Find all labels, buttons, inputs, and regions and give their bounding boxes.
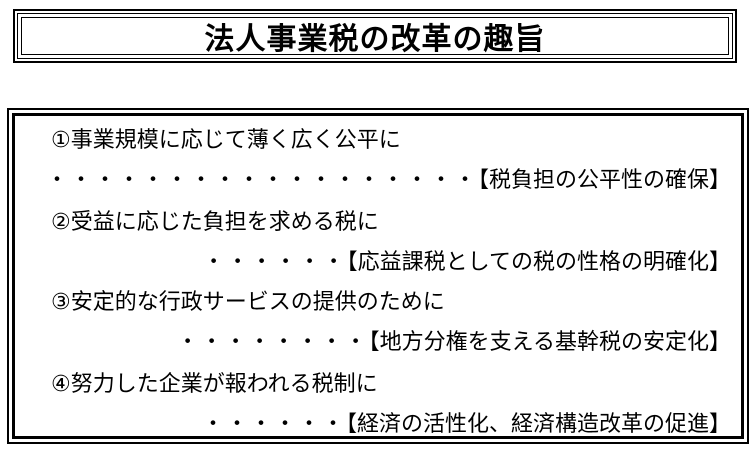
item-2-dots: ・・・・・・ — [202, 250, 347, 275]
item-1-sub: 【税負担の公平性の確保】 — [477, 168, 731, 193]
item-3-sub: 【地方分権を支える基幹税の安定化】 — [368, 330, 731, 355]
item-3-sub-line: ・・・・・・・・【地方分権を支える基幹税の安定化】 — [177, 324, 731, 356]
item-1-main: ①事業規模に応じて薄く広く公平に — [51, 128, 401, 153]
item-3-dots: ・・・・・・・・ — [176, 330, 369, 355]
item-2-sub-line: ・・・・・・【応益課税としての税の性格の明確化】 — [203, 244, 731, 276]
item-3-main: ③安定的な行政サービスの提供のために — [51, 290, 445, 315]
item-2-main: ②受益に応じた負担を求める税に — [51, 210, 379, 235]
content-inner-border: ①事業規模に応じて薄く広く公平に ・・・・・・・・・・・・・・・・・・【税負担の… — [12, 113, 744, 439]
title-box: 法人事業税の改革の趣旨 — [13, 9, 737, 63]
item-1-dots: ・・・・・・・・・・・・・・・・・・ — [45, 168, 478, 193]
item-1-sub-line: ・・・・・・・・・・・・・・・・・・【税負担の公平性の確保】 — [46, 162, 731, 194]
item-4-sub-line: ・・・・・・【経済の活性化、経済構造改革の促進】 — [202, 406, 731, 438]
page-title: 法人事業税の改革の趣旨 — [204, 22, 546, 57]
title-inner-border — [21, 17, 729, 55]
content-box: ①事業規模に応じて薄く広く公平に ・・・・・・・・・・・・・・・・・・【税負担の… — [7, 108, 749, 444]
item-4-dots: ・・・・・・ — [201, 412, 346, 437]
item-2-sub: 【応益課税としての税の性格の明確化】 — [346, 250, 731, 275]
item-4-main: ④努力した企業が報われる税制に — [51, 372, 378, 397]
item-4-sub: 【経済の活性化、経済構造改革の促進】 — [345, 412, 731, 437]
